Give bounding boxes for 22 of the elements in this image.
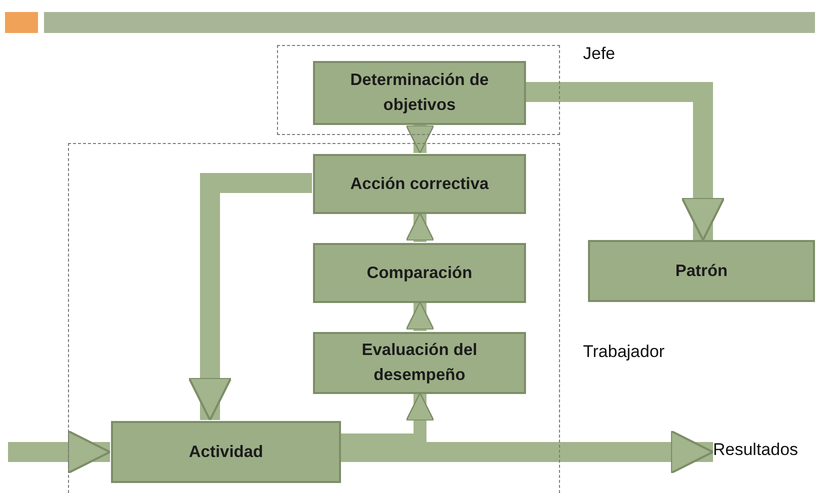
box-label: Evaluación del desempeño [360, 340, 478, 386]
group-heading: Jefe [583, 44, 616, 64]
process-box [313, 332, 526, 394]
process-box [111, 421, 341, 483]
box-label: Acción correctiva [350, 174, 489, 195]
box-label: Actividad [188, 442, 264, 463]
box-label: Patrón [675, 260, 728, 282]
block-arrow [406, 212, 434, 242]
block-arrow [406, 301, 434, 331]
group-heading: Trabajador [583, 342, 665, 362]
process-box [588, 240, 815, 302]
process-box [313, 154, 526, 214]
block-arrow [525, 82, 726, 242]
process-box [313, 61, 526, 125]
block-arrow [406, 124, 434, 154]
box-label: Comparación [366, 262, 472, 284]
process-box [313, 243, 526, 303]
box-label: Determinación de objetivos [349, 70, 490, 116]
block-arrow [188, 173, 312, 422]
output-label: Resultados [713, 440, 798, 460]
block-arrow [8, 430, 112, 474]
block-arrow [340, 430, 714, 474]
